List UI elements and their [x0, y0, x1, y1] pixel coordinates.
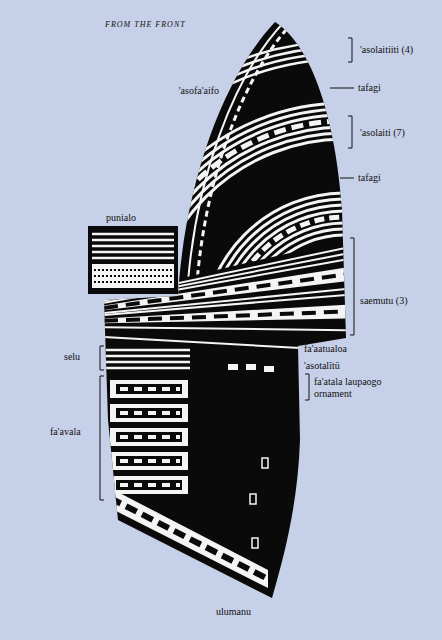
part-label: selu — [64, 351, 80, 363]
part-label: punialo — [106, 212, 136, 224]
part-label: 'asolaitiiti (4) — [360, 44, 413, 56]
part-label: tafagi — [358, 172, 381, 184]
part-label: fa'aatualoa — [304, 343, 347, 355]
bracket-lines — [100, 38, 354, 500]
part-label: ulumanu — [216, 606, 251, 618]
part-label: saemutu (3) — [360, 295, 408, 307]
tattoo-pattern — [51, 22, 442, 629]
punialo-panel — [88, 226, 178, 294]
part-label: fa'atala laupaogo ornament — [314, 376, 414, 400]
part-label: fa'avala — [50, 426, 81, 438]
part-label: 'asolaiti (7) — [360, 127, 405, 139]
part-label: 'asofa'aifo — [179, 85, 219, 97]
part-label: tafagi — [358, 82, 381, 94]
view-title: FROM THE FRONT — [105, 20, 186, 29]
part-label: 'asotalītū — [304, 360, 340, 372]
thigh-silhouette — [104, 22, 346, 598]
